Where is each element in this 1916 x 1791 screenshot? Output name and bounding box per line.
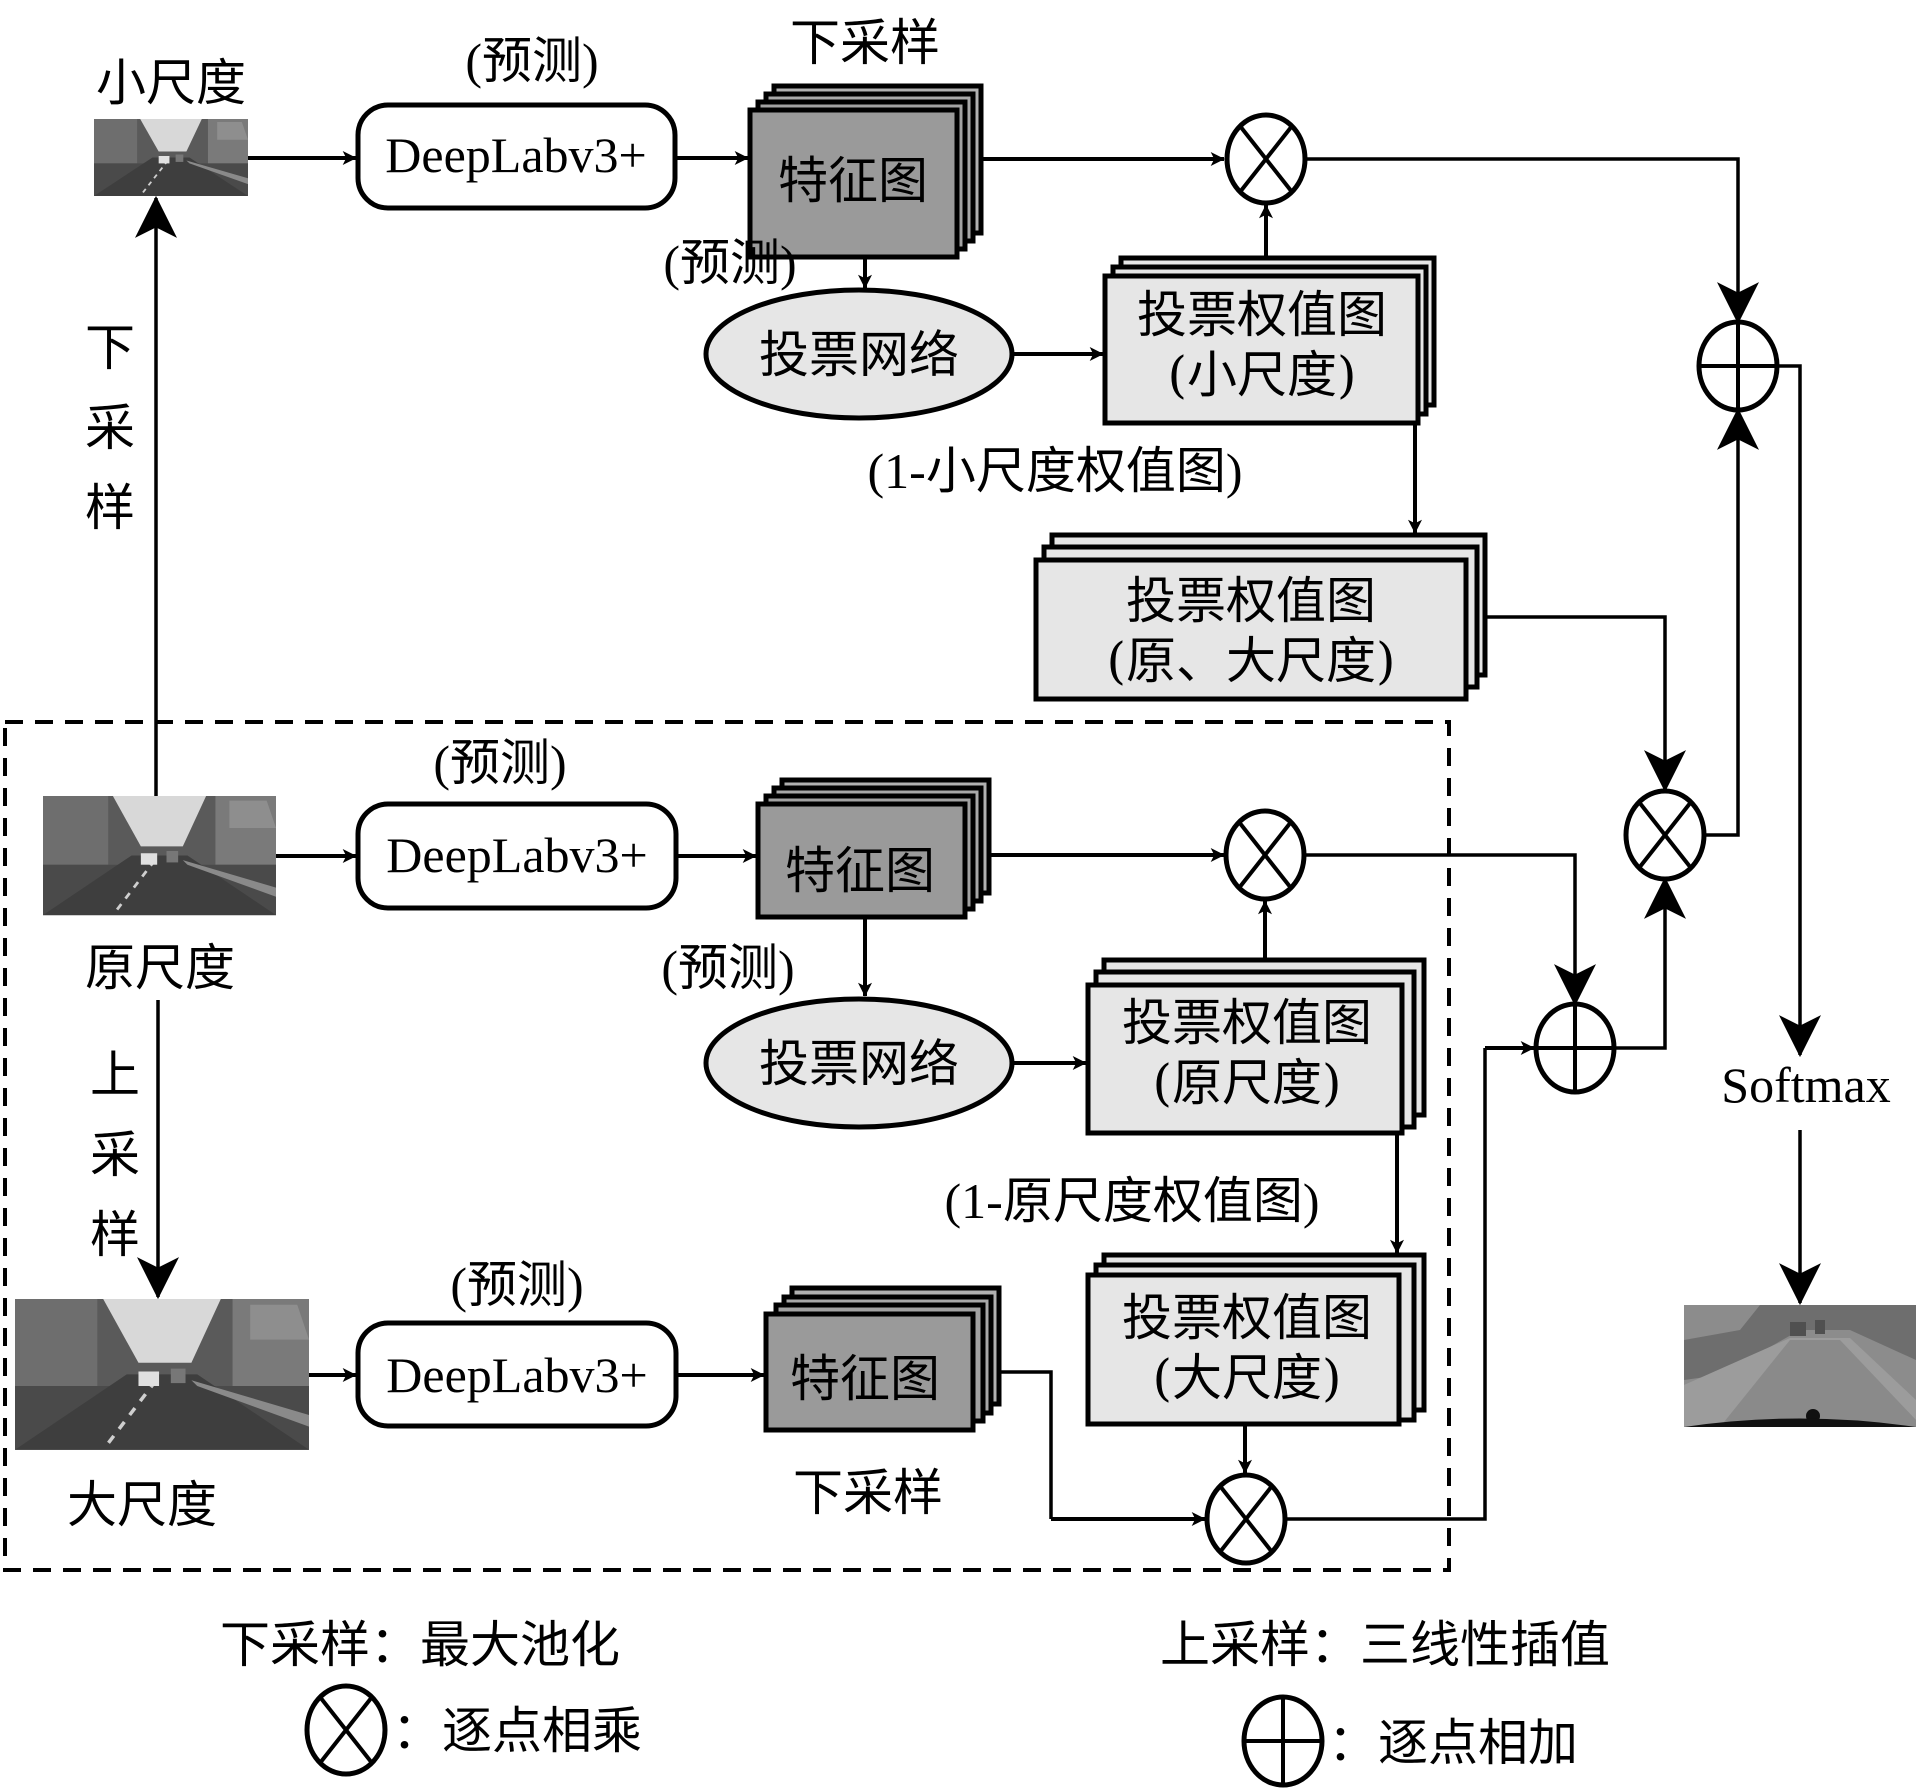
legend-multiply-icon: [304, 1683, 388, 1777]
legend-downsample: 下采样：最大池化: [220, 1616, 620, 1674]
deeplab-original-label: DeepLabv3+: [386, 827, 647, 883]
line-mult-right-to-add-top: [1704, 407, 1759, 837]
small-scale-image: [93, 118, 249, 197]
deeplab-small-label: DeepLabv3+: [385, 127, 646, 183]
vote-weight-original-title: 投票权值图: [1122, 994, 1372, 1052]
feature-map-original-label: 特征图: [785, 842, 935, 900]
multiply-icon: [1623, 788, 1707, 882]
upsample-vertical-char-2: 采: [90, 1126, 140, 1184]
downsample-vertical-char-1: 下: [85, 319, 135, 377]
vote-weight-large-sub: (大尺度): [1152, 1349, 1341, 1407]
vote-weight-combined-sub: (原、大尺度): [1106, 632, 1395, 690]
downsample-label-top: 下采样: [790, 14, 940, 72]
feature-map-small-label: 特征图: [778, 152, 928, 210]
original-scale-label: 原尺度: [85, 939, 235, 997]
vote-weight-combined-title: 投票权值图: [1126, 572, 1376, 630]
predict-label-small-vote: (预测): [663, 235, 796, 291]
predict-label-large-deeplab: (预测): [450, 1257, 583, 1313]
large-scale-label: 大尺度: [67, 1476, 217, 1534]
predict-label-small-deeplab: (预测): [465, 33, 598, 89]
add-icon: [1533, 1001, 1617, 1095]
legend-add-text: ：逐点相加: [1328, 1714, 1578, 1772]
legend-multiply-text: ：逐点相乘: [392, 1702, 642, 1760]
vote-weight-large-title: 投票权值图: [1122, 1289, 1372, 1347]
line-mult-large-up: [1285, 1048, 1487, 1521]
line-add-to-mult-right: [1614, 876, 1686, 1050]
legend-upsample: 上采样：三线性插值: [1160, 1616, 1610, 1674]
softmax-label: Softmax: [1721, 1057, 1890, 1113]
large-scale-image: [13, 1297, 311, 1452]
multiply-icon: [1224, 112, 1308, 206]
complement-original-label: (1-原尺度权值图): [945, 1173, 1320, 1229]
upsample-vertical-char-3: 样: [90, 1206, 140, 1264]
vote-network-original-label: 投票网络: [759, 1035, 959, 1093]
vote-weight-original-sub: (原尺度): [1152, 1054, 1341, 1112]
line-feature-large-down: [999, 1370, 1053, 1519]
downsample-label-bottom: 下采样: [793, 1464, 943, 1522]
vote-network-small-label: 投票网络: [759, 326, 959, 384]
vote-weight-small: [1102, 255, 1437, 426]
original-scale-image: [41, 794, 278, 917]
line-mult-small-to-add-top: [1305, 157, 1759, 325]
deeplab-large-label: DeepLabv3+: [386, 1347, 647, 1403]
line-mult-original-to-add: [1304, 853, 1596, 1007]
small-scale-label: 小尺度: [96, 54, 246, 112]
complement-small-label: (1-小尺度权值图): [868, 443, 1243, 499]
vote-weight-combined: [1033, 532, 1488, 702]
original-large-region-box: [3, 720, 1451, 1572]
predict-label-original-deeplab: (预测): [433, 735, 566, 791]
line-add-to-softmax: [1777, 364, 1821, 1058]
feature-map-large: [763, 1285, 1002, 1433]
feature-map-original: [755, 777, 992, 920]
vote-weight-small-sub: (小尺度): [1167, 346, 1356, 404]
vote-weight-original: [1085, 957, 1427, 1136]
multiply-icon: [1223, 808, 1307, 902]
predict-label-original-vote: (预测): [661, 940, 794, 996]
legend-add-icon: [1241, 1694, 1325, 1788]
upsample-vertical-char-1: 上: [90, 1046, 140, 1104]
downsample-vertical-char-3: 样: [85, 479, 135, 537]
segmentation-output-image: [1684, 1305, 1916, 1427]
feature-map-small: [747, 83, 984, 260]
line-combined-weight-to-mult-right: [1485, 615, 1686, 793]
feature-map-large-label: 特征图: [790, 1350, 940, 1408]
add-icon: [1696, 319, 1780, 413]
vote-weight-large: [1085, 1252, 1427, 1427]
multiply-icon: [1204, 1472, 1288, 1566]
vote-weight-small-title: 投票权值图: [1137, 286, 1387, 344]
downsample-vertical-char-2: 采: [85, 399, 135, 457]
